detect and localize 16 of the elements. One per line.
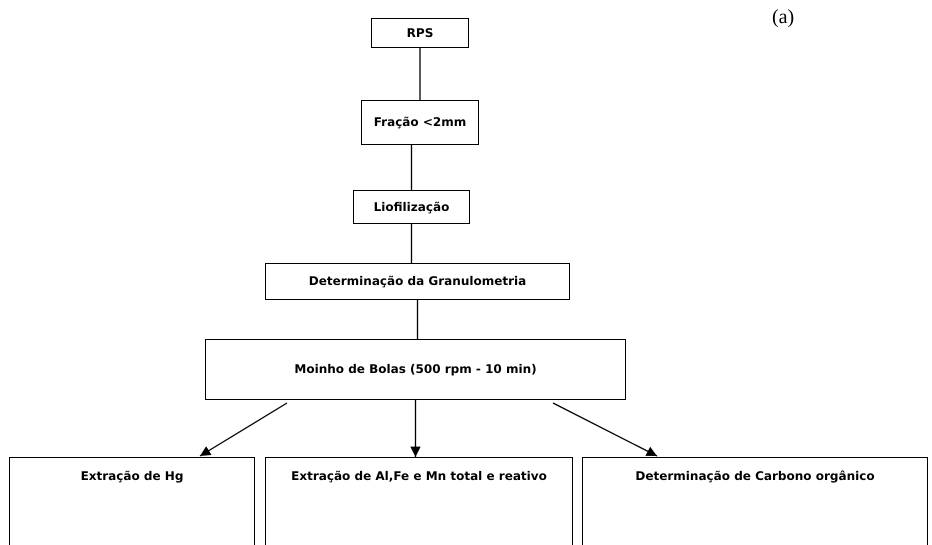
process-box: RPS: [371, 18, 469, 48]
process-box: Determinação de Carbono orgânico: [582, 457, 928, 545]
arrow: [410, 400, 421, 457]
process-box: Liofilização: [353, 190, 470, 224]
process-box: Moinho de Bolas (500 rpm - 10 min): [205, 339, 626, 400]
process-box: Extração de Hg: [9, 457, 255, 545]
panel-label: (a): [772, 6, 794, 29]
arrow: [200, 402, 288, 457]
connector-line: [419, 48, 421, 100]
process-box: Determinação da Granulometria: [265, 263, 570, 300]
connector-line: [410, 145, 412, 190]
process-box: Fração <2mm: [361, 100, 479, 145]
connector-line: [410, 224, 412, 263]
arrow: [552, 402, 658, 457]
connector-line: [416, 300, 418, 339]
process-box: Extração de Al,Fe e Mn total e reativo: [265, 457, 573, 545]
